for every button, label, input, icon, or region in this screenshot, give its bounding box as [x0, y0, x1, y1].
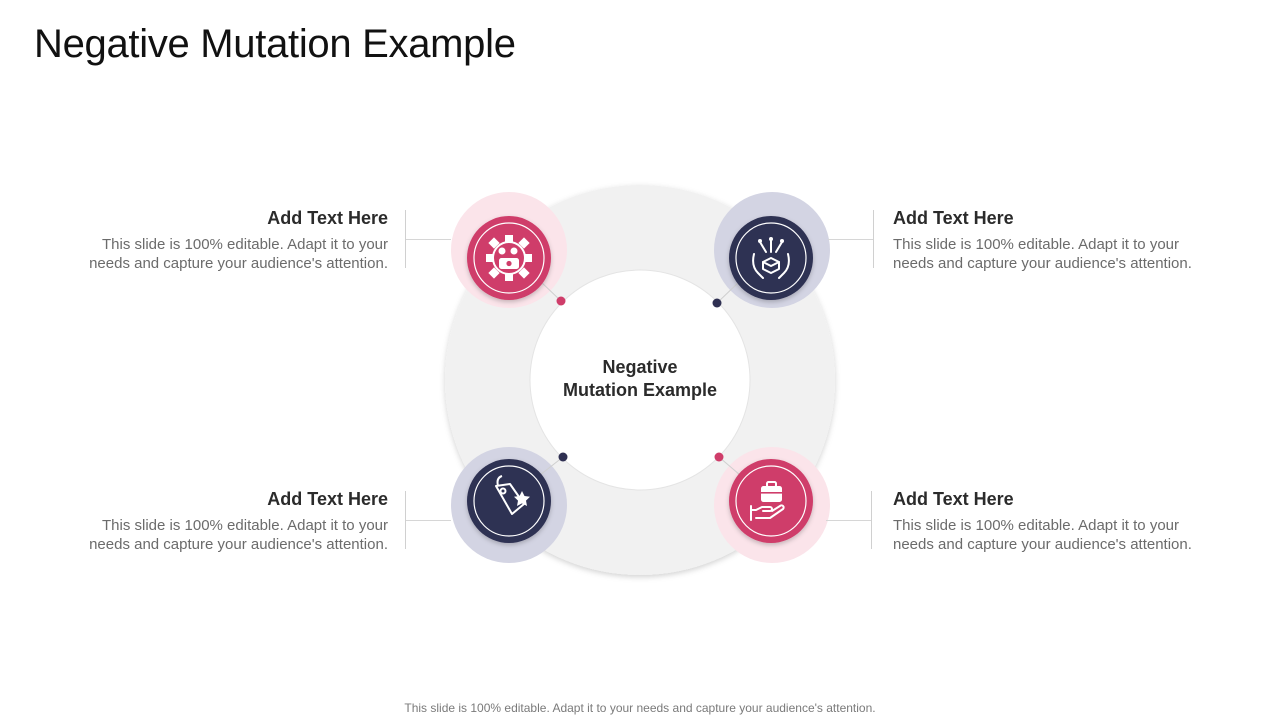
dot-bottom-right	[714, 452, 724, 462]
divider-bottom-left	[405, 491, 406, 549]
leader-bottom-left	[406, 520, 451, 521]
dot-top-right	[712, 298, 722, 308]
center-label-line1: Negative	[602, 357, 678, 377]
dot-bottom-left	[558, 452, 568, 462]
block-heading: Add Text Here	[267, 208, 388, 228]
block-body: This slide is 100% editable. Adapt it to…	[89, 517, 388, 553]
block-heading: Add Text Here	[893, 208, 1014, 228]
divider-bottom-right	[871, 491, 872, 549]
connector-bottom-right	[718, 456, 741, 476]
center-label-line2: Mutation Example	[562, 380, 718, 400]
text-block-bottom-right: Add Text Here This slide is 100% editabl…	[893, 489, 1223, 554]
divider-top-right	[873, 210, 874, 268]
leader-top-right	[828, 239, 873, 240]
block-heading: Add Text Here	[893, 489, 1014, 509]
dot-top-left	[556, 296, 566, 306]
text-block-top-right: Add Text Here This slide is 100% editabl…	[893, 208, 1223, 273]
block-body: This slide is 100% editable. Adapt it to…	[89, 236, 388, 272]
hands-box-icon	[729, 216, 813, 300]
block-heading: Add Text Here	[267, 489, 388, 509]
hand-briefcase-icon	[729, 459, 813, 543]
leader-top-left	[406, 239, 451, 240]
price-tag-star-icon	[467, 459, 551, 543]
connector-top-left	[539, 280, 562, 302]
text-block-top-left: Add Text Here This slide is 100% editabl…	[58, 208, 388, 273]
text-block-bottom-left: Add Text Here This slide is 100% editabl…	[58, 489, 388, 554]
connector-top-right	[716, 280, 741, 304]
block-body: This slide is 100% editable. Adapt it to…	[893, 236, 1192, 272]
leader-bottom-right	[826, 520, 871, 521]
page-title: Negative Mutation Example	[34, 22, 516, 66]
footer-note: This slide is 100% editable. Adapt it to…	[404, 701, 876, 715]
divider-top-left	[405, 210, 406, 268]
gear-money-icon	[467, 216, 551, 300]
inner-disc	[529, 269, 751, 491]
connector-bottom-left	[539, 456, 564, 476]
block-body: This slide is 100% editable. Adapt it to…	[893, 517, 1192, 553]
center-label: Negative Mutation Example	[540, 356, 740, 402]
